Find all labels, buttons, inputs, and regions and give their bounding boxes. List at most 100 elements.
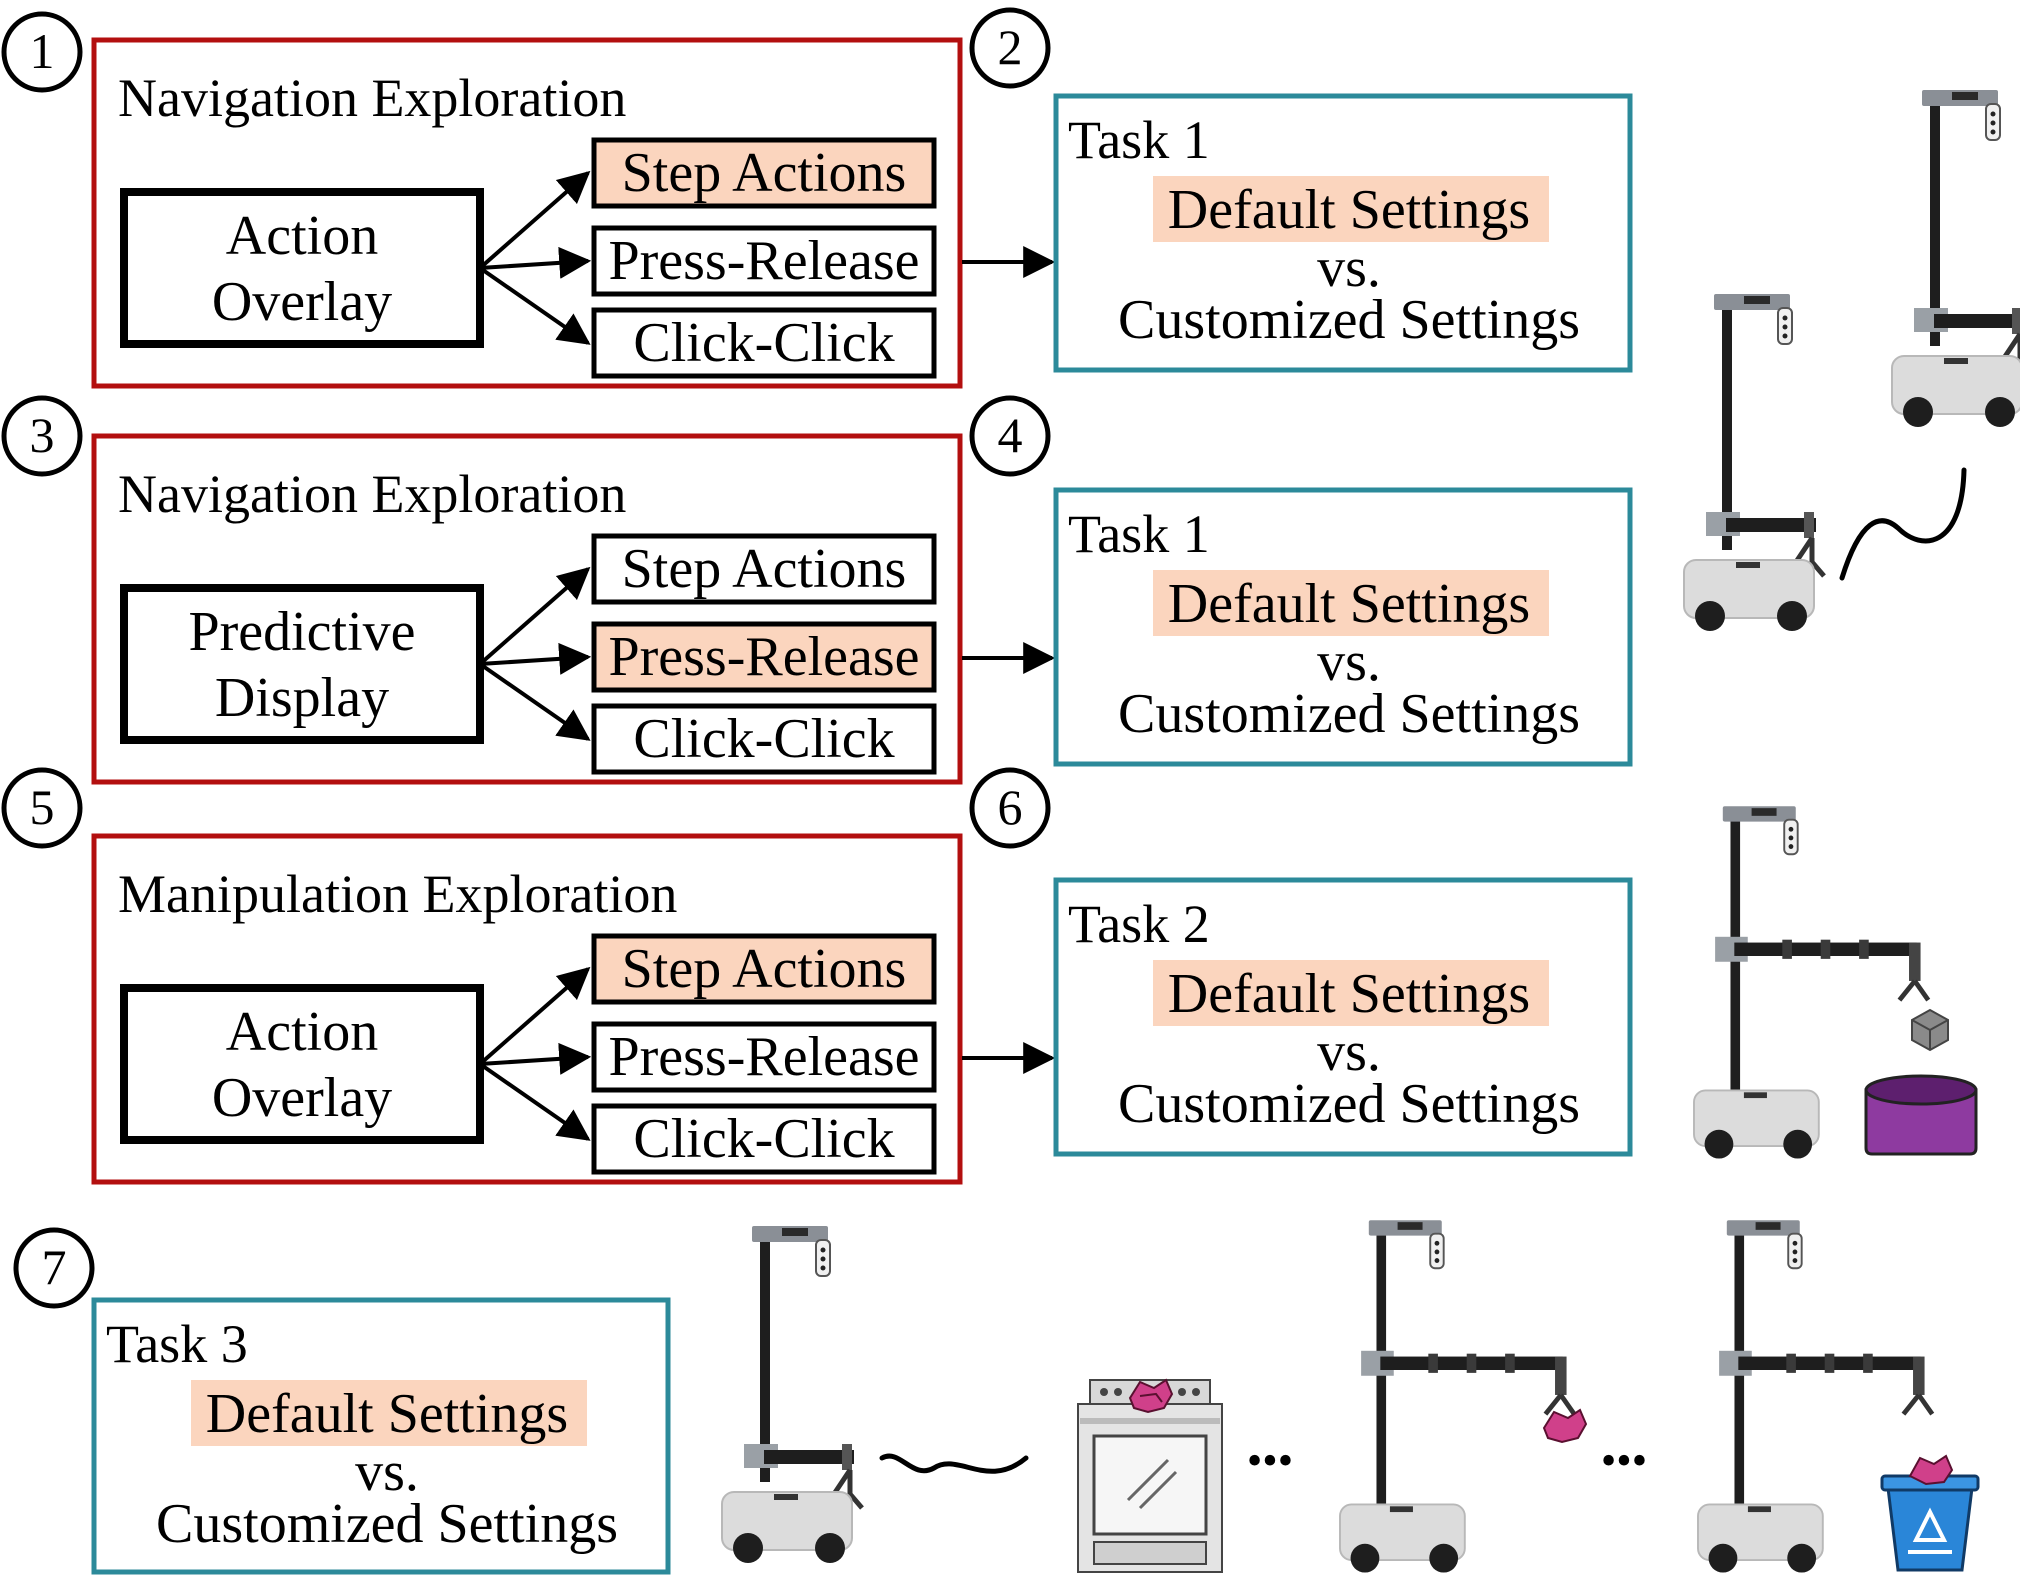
default-settings-highlight — [191, 1380, 587, 1446]
task-border — [91, 1297, 671, 1575]
study-title: Navigation Exploration — [118, 68, 626, 128]
study-border — [91, 433, 963, 785]
crumpled-paper-icon — [1908, 1454, 1954, 1486]
task-number-6: 6 — [969, 767, 1051, 849]
study-group: Navigation ExplorationActionOverlayStep … — [91, 37, 1056, 1185]
task-border — [1053, 93, 1633, 373]
task-number-4: 4 — [969, 395, 1051, 477]
squiggle-path-icon — [1839, 467, 1967, 581]
default-settings-highlight — [1153, 960, 1549, 1026]
condition-line-2: Display — [215, 667, 389, 729]
condition-line-1: Action — [226, 205, 378, 267]
option-label: Press-Release — [608, 1026, 919, 1088]
task-title: Task 1 — [1068, 110, 1210, 170]
svg-text:7: 7 — [42, 1239, 67, 1295]
option-arrow — [478, 566, 591, 666]
option-arrow — [478, 170, 591, 270]
default-settings-highlight — [1153, 570, 1549, 636]
task-border — [1053, 877, 1633, 1157]
option-box — [591, 621, 937, 693]
option-arrow — [479, 246, 592, 279]
option-label: Step Actions — [622, 142, 907, 204]
option-arrow — [479, 1042, 592, 1075]
option-label: Press-Release — [608, 626, 919, 688]
vs-label: vs. — [355, 1441, 419, 1503]
ellipsis-1: ••• — [1247, 1436, 1293, 1485]
option-label: Click-Click — [633, 312, 894, 374]
customized-settings-label: Customized Settings — [1118, 1073, 1580, 1135]
option-label: Click-Click — [633, 1108, 894, 1170]
condition-line-1: Action — [226, 1001, 378, 1063]
option-box — [591, 1103, 937, 1175]
option-arrow — [478, 966, 591, 1066]
option-box — [591, 1021, 937, 1093]
condition-box — [120, 188, 484, 348]
study-number-3: 3 — [1, 395, 83, 477]
default-settings-label: Default Settings — [206, 1383, 568, 1445]
robot-icon — [1340, 1220, 1574, 1572]
default-settings-label: Default Settings — [1168, 963, 1530, 1025]
cube-icon — [1911, 1008, 1949, 1052]
study-title: Navigation Exploration — [118, 464, 626, 524]
svg-text:5: 5 — [30, 779, 55, 835]
crumpled-paper-icon — [1128, 1378, 1174, 1414]
svg-text:2: 2 — [998, 19, 1023, 75]
task-title: Task 3 — [106, 1314, 248, 1374]
task-number-2: 2 — [969, 7, 1051, 89]
study-number-1: 1 — [1, 11, 83, 93]
svg-text:6: 6 — [998, 779, 1023, 835]
stove-icon — [1077, 1379, 1223, 1573]
task-border — [1053, 487, 1633, 767]
vs-label: vs. — [1317, 631, 1381, 693]
svg-text:3: 3 — [30, 407, 55, 463]
option-arrow — [479, 642, 592, 675]
ellipsis-2: ••• — [1601, 1436, 1647, 1485]
purple-bin-icon — [1864, 1074, 1978, 1156]
study-border — [91, 833, 963, 1185]
customized-settings-label: Customized Settings — [156, 1493, 618, 1555]
option-box — [591, 137, 937, 209]
squiggle-path-icon — [879, 1453, 1029, 1474]
option-label: Press-Release — [608, 230, 919, 292]
study-border — [91, 37, 963, 389]
option-label: Step Actions — [622, 538, 907, 600]
task-number-7: 7 — [13, 1227, 95, 1309]
option-box — [591, 225, 937, 297]
task-title: Task 2 — [1068, 894, 1210, 954]
task-title: Task 1 — [1068, 504, 1210, 564]
study-title: Manipulation Exploration — [118, 864, 677, 924]
study-box-1: Navigation ExplorationActionOverlayStep … — [91, 37, 1056, 389]
option-arrow — [478, 266, 591, 345]
option-box — [591, 307, 937, 379]
recycle-bin-icon — [1880, 1474, 1980, 1572]
crumpled-paper-icon — [1542, 1408, 1588, 1444]
option-box — [591, 933, 937, 1005]
condition-line-2: Overlay — [212, 1067, 392, 1129]
robot-icon — [1892, 90, 2020, 427]
customized-settings-label: Customized Settings — [1118, 289, 1580, 351]
option-label: Click-Click — [633, 708, 894, 770]
robot-icon — [1684, 294, 1824, 631]
default-settings-label: Default Settings — [1168, 573, 1530, 635]
customized-settings-label: Customized Settings — [1118, 683, 1580, 745]
study-number-5: 5 — [1, 767, 83, 849]
default-settings-highlight — [1153, 176, 1549, 242]
default-settings-label: Default Settings — [1168, 179, 1530, 241]
svg-text:1: 1 — [30, 23, 55, 79]
condition-line-1: Predictive — [188, 601, 415, 663]
option-label: Step Actions — [622, 938, 907, 1000]
condition-box — [120, 984, 484, 1144]
option-arrow — [478, 662, 591, 741]
option-box — [591, 533, 937, 605]
vs-label: vs. — [1317, 1021, 1381, 1083]
svg-text:4: 4 — [998, 407, 1023, 463]
